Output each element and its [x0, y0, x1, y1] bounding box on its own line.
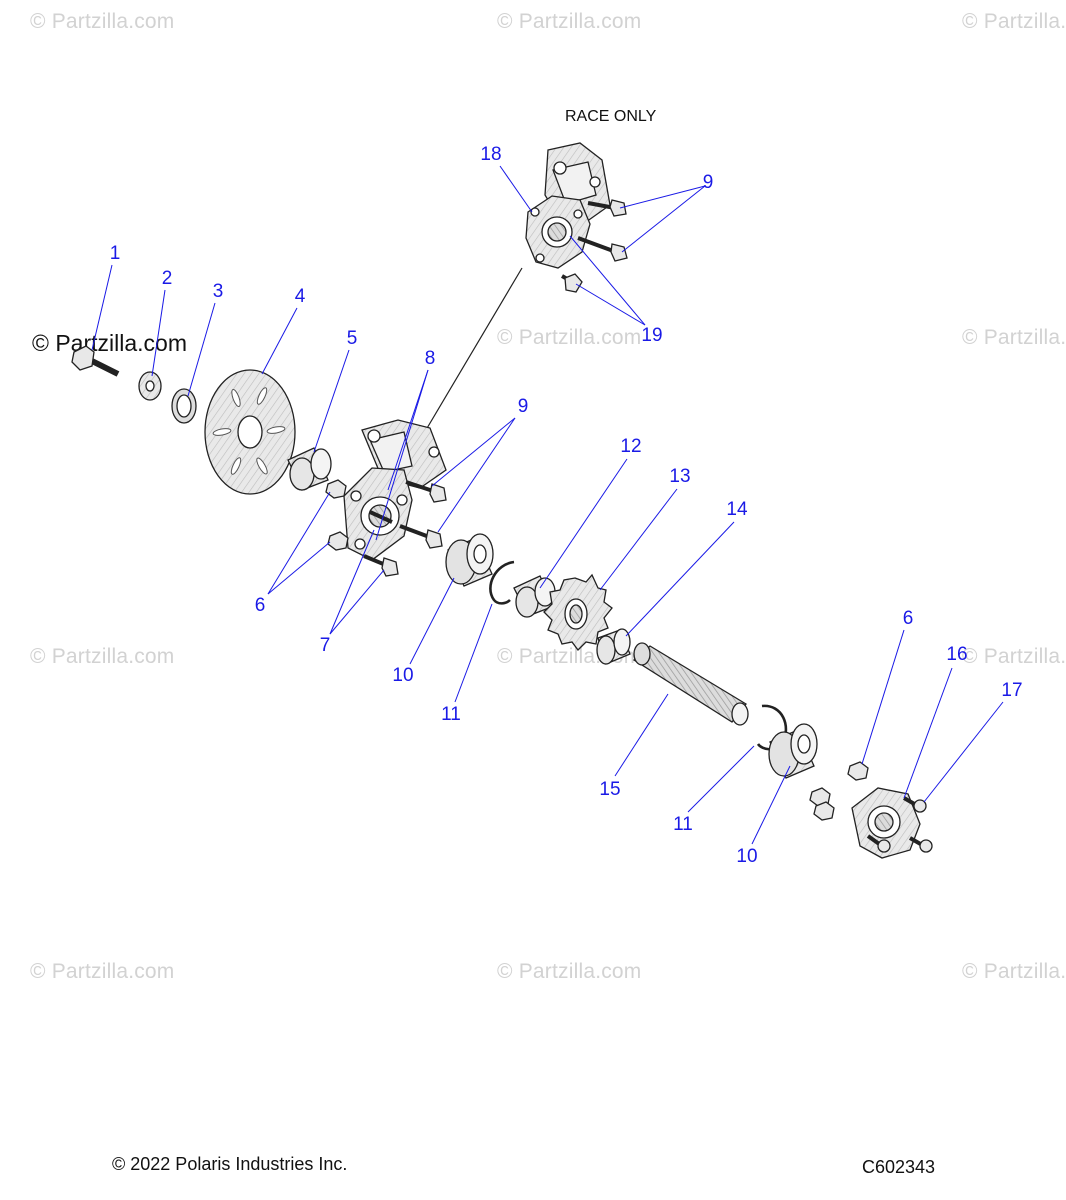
callout-9[interactable]: 9: [517, 396, 529, 417]
callout-18[interactable]: 18: [480, 144, 502, 165]
race-only-label: RACE ONLY: [565, 108, 657, 125]
callout-6b[interactable]: 6: [902, 608, 914, 629]
callout-7[interactable]: 7: [319, 635, 331, 656]
part-bearing-10b: [768, 723, 818, 779]
callout-16[interactable]: 16: [946, 644, 968, 665]
watermark: © Partzilla.com: [962, 645, 1066, 668]
callout-9b[interactable]: 9: [702, 172, 714, 193]
race-caliper-assembly: [525, 142, 628, 293]
part-brake-disc-4: [204, 369, 296, 495]
watermark: © Partzilla.com: [962, 960, 1066, 983]
part-bushing-5: [287, 447, 332, 491]
watermark: © Partzilla.com: [497, 960, 642, 983]
part-splined-shaft-15: [632, 642, 749, 726]
part-bushing-12: [513, 575, 556, 618]
part-circlip-11: [489, 560, 515, 605]
callout-11[interactable]: 11: [441, 704, 461, 725]
watermark: © Partzilla.com: [30, 10, 175, 33]
callout-1[interactable]: 1: [109, 243, 121, 264]
callout-10b[interactable]: 10: [736, 846, 758, 867]
leader-lines: [91, 165, 1004, 845]
callout-8[interactable]: 8: [424, 348, 436, 369]
copyright: © 2022 Polaris Industries Inc.: [112, 1154, 348, 1174]
callout-19[interactable]: 19: [641, 325, 663, 346]
callout-14[interactable]: 14: [726, 499, 748, 520]
callout-6[interactable]: 6: [254, 595, 266, 616]
caliper-assembly-8: [343, 419, 447, 577]
part-sprocket-13: [543, 573, 613, 651]
callout-17[interactable]: 17: [1001, 680, 1023, 701]
callout-3[interactable]: 3: [212, 281, 224, 302]
callout-10[interactable]: 10: [392, 665, 414, 686]
callout-11b[interactable]: 11: [673, 814, 693, 835]
watermark: © Partzilla.com: [497, 326, 642, 349]
callout-12[interactable]: 12: [620, 436, 642, 457]
watermark-prominent: © Partzilla.com: [32, 330, 187, 356]
part-nuts-6b: [809, 761, 869, 821]
part-bolt-1: [71, 345, 120, 377]
part-spacer-14: [596, 628, 631, 665]
callout-2[interactable]: 2: [161, 268, 173, 289]
part-bearing-10: [445, 533, 494, 587]
callout-4[interactable]: 4: [294, 286, 306, 307]
watermark: © Partzilla.com: [30, 645, 175, 668]
watermark: © Partzilla.com: [497, 10, 642, 33]
part-ring-3: [171, 388, 197, 424]
watermark: © Partzilla.com: [30, 960, 175, 983]
watermark: © Partzilla.com: [962, 326, 1066, 349]
diagram-code: C602343: [862, 1157, 936, 1177]
callout-13[interactable]: 13: [669, 466, 691, 487]
callout-5[interactable]: 5: [346, 328, 358, 349]
watermark: © Partzilla.com: [962, 10, 1066, 33]
part-washer-2: [138, 371, 162, 401]
part-housing-16: [851, 787, 933, 859]
assembly-line: [419, 267, 523, 441]
part-nuts-6: [325, 479, 349, 551]
callout-15[interactable]: 15: [599, 779, 621, 800]
